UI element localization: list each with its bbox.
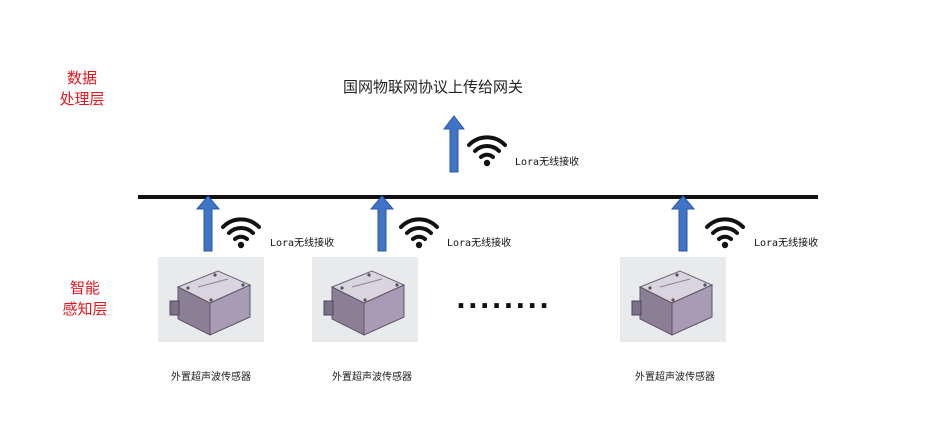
- sensor-1-lora-label: Lora无线接收: [270, 238, 335, 249]
- sensor-2-lora-label: Lora无线接收: [447, 238, 512, 249]
- sensor-3-caption: 外置超声波传感器: [635, 372, 715, 383]
- sensor-1-arrow-icon: [196, 195, 220, 252]
- data-layer-line2: 处理层: [59, 90, 105, 108]
- sensor-2-arrow-icon: [370, 195, 394, 252]
- gateway-title: 国网物联网协议上传给网关: [343, 78, 524, 96]
- bus-line: [138, 195, 818, 199]
- sensor-3-arrow-icon: [671, 195, 695, 252]
- sensor-3-wifi-icon: [702, 212, 748, 252]
- sensor-2-image: [312, 257, 418, 342]
- smart-sensing-layer-label: 智能 感知层: [55, 278, 115, 320]
- sense-layer-line1: 智能: [69, 279, 100, 297]
- sensor-1-wifi-icon: [218, 212, 264, 252]
- data-processing-layer-label: 数据 处理层: [52, 68, 112, 110]
- sensor-2-wifi-icon: [396, 212, 442, 252]
- sensor-1-image: [158, 257, 264, 342]
- sensor-3-lora-label: Lora无线接收: [754, 238, 819, 249]
- sensor-2-caption: 外置超声波传感器: [332, 372, 412, 383]
- uplink-arrow-icon: [443, 115, 465, 173]
- wifi-icon: [464, 130, 510, 170]
- sensor-1-caption: 外置超声波传感器: [171, 372, 251, 383]
- lora-receive-label: Lora无线接收: [515, 157, 580, 168]
- sense-layer-line2: 感知层: [62, 300, 108, 318]
- data-layer-line1: 数据: [66, 69, 97, 87]
- sensor-3-image: [620, 257, 726, 342]
- more-sensors-ellipsis: ........: [456, 285, 552, 315]
